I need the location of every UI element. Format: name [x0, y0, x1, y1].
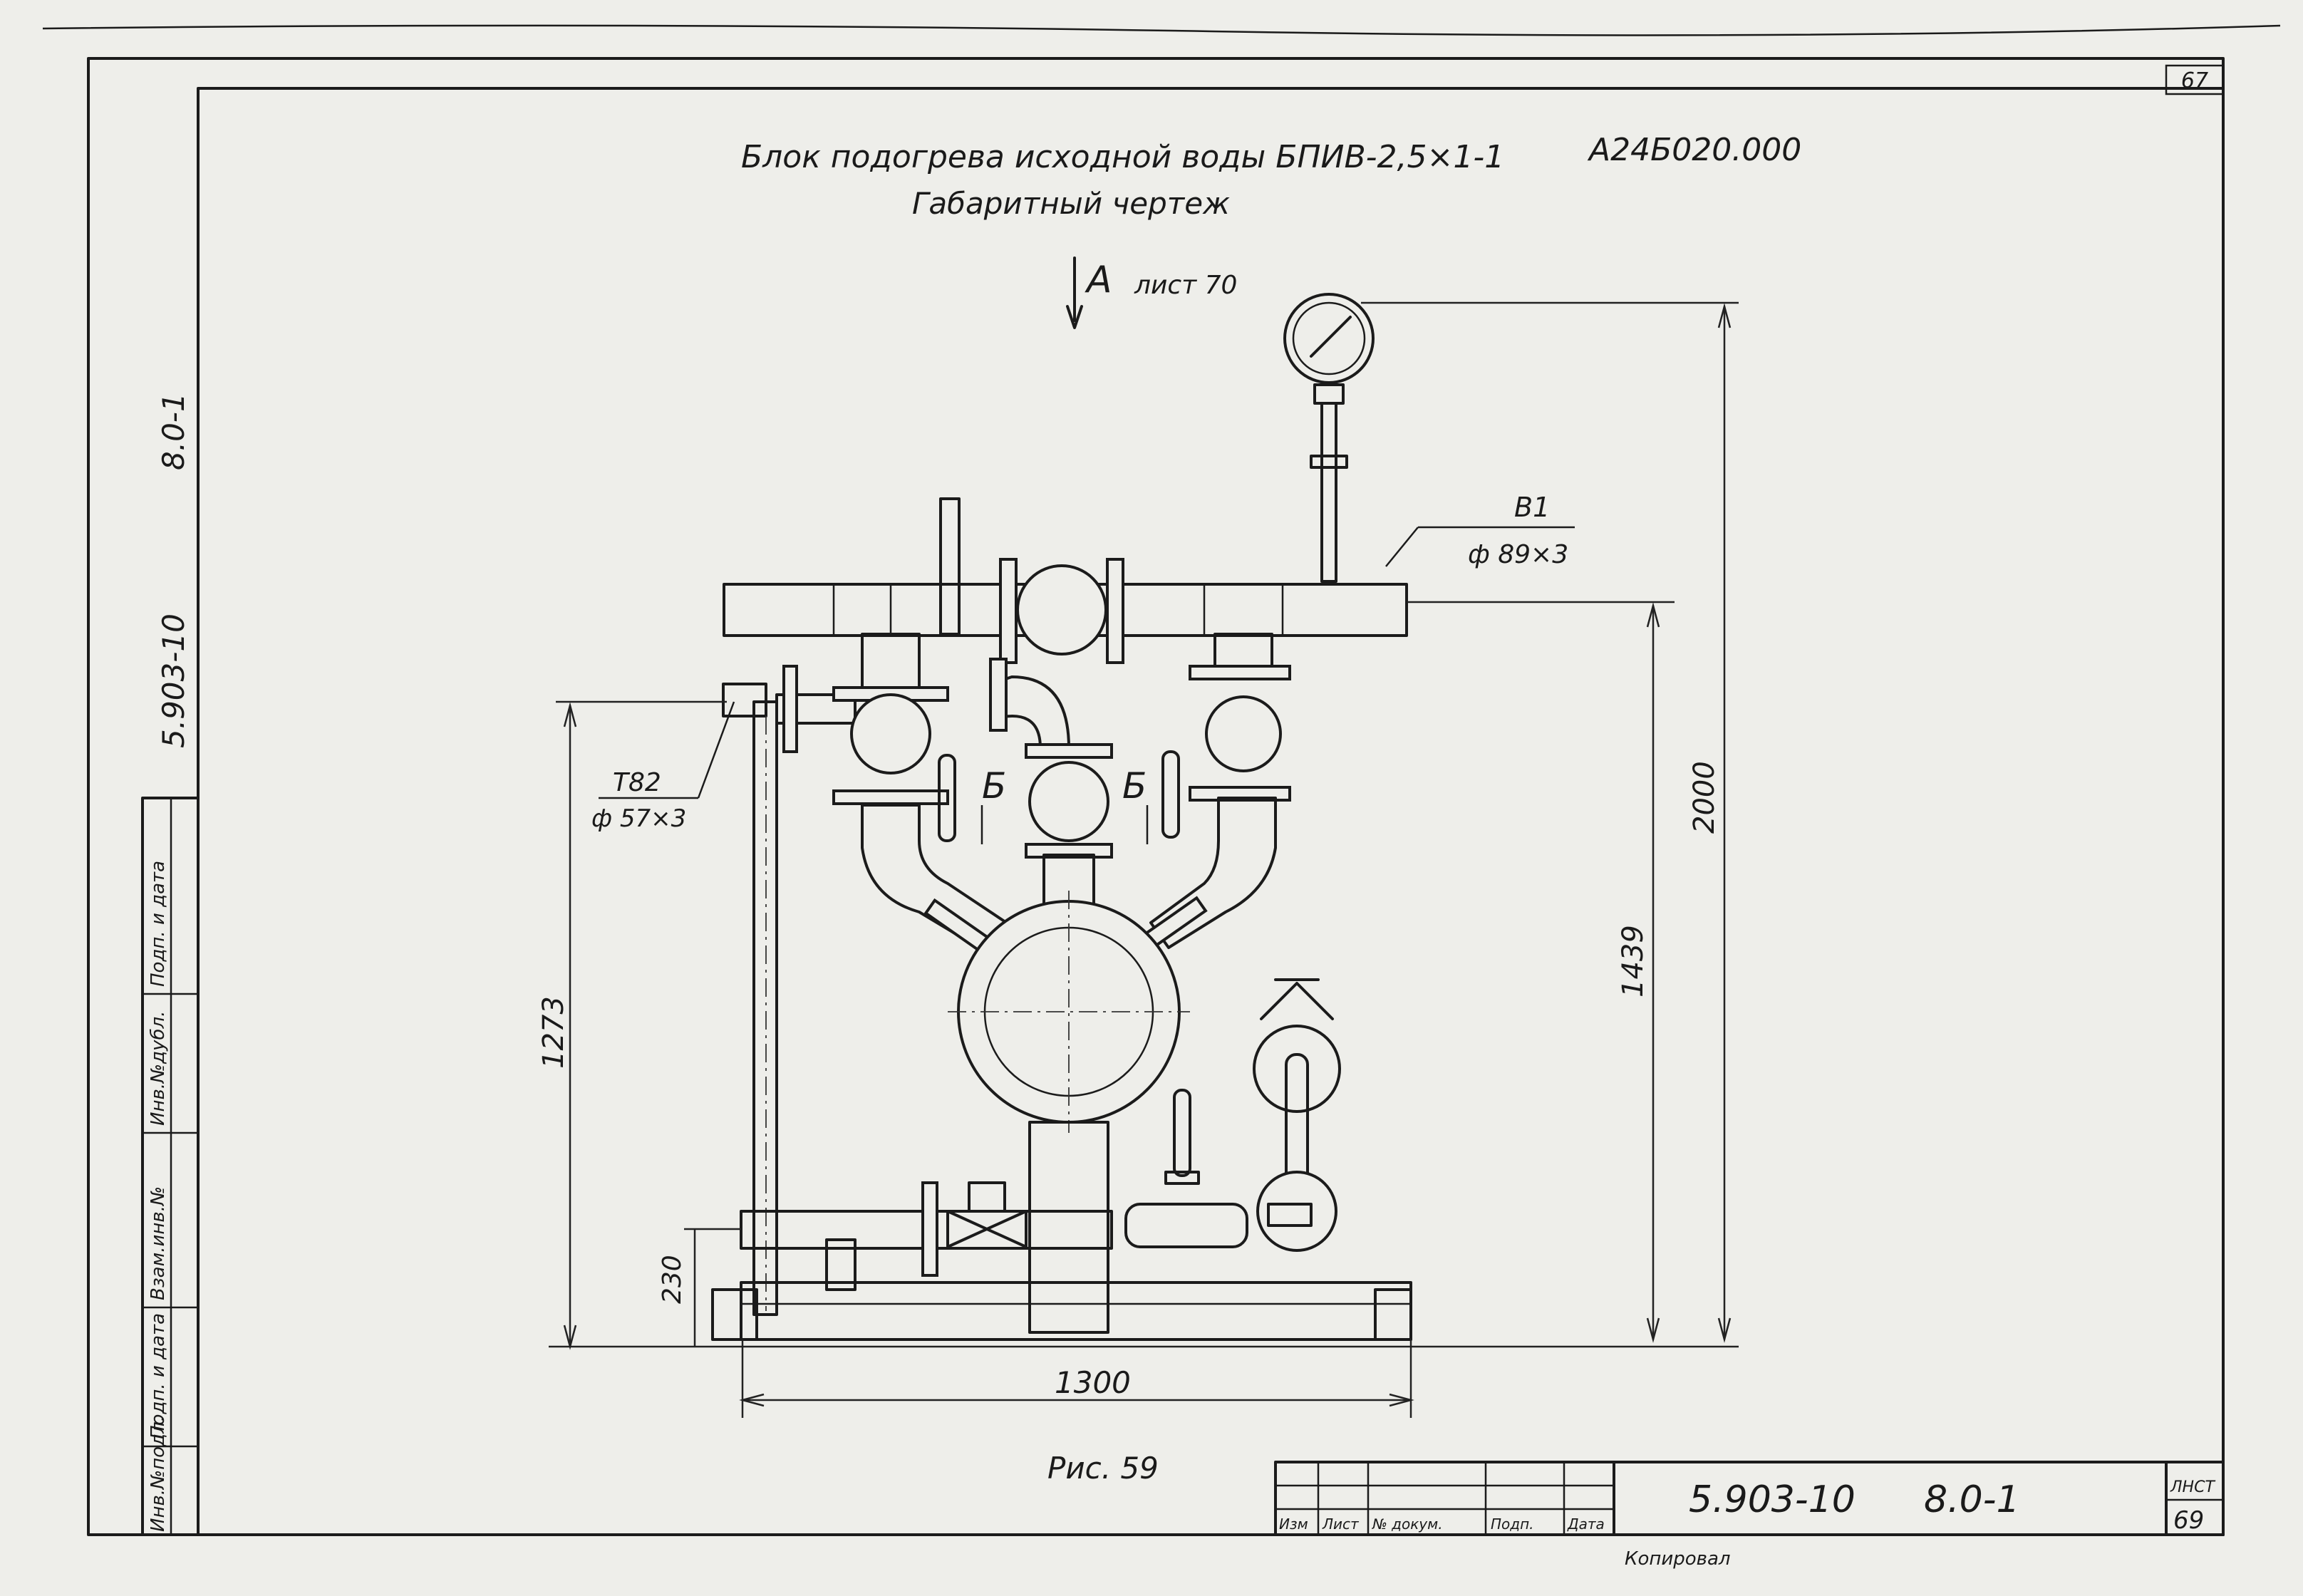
section-label-left: Б — [982, 765, 1006, 807]
view-marker-arrow — [1066, 305, 1083, 329]
stamp-sheet-label: ЛНСТ — [2170, 1478, 2215, 1496]
outlet-riser — [752, 700, 778, 1316]
stamp-col-doc: № докум. — [1372, 1515, 1443, 1533]
right-small-valve — [1253, 1025, 1341, 1113]
title-block: Изм Лист № докум. Подп. Дата 5.903-10 8.… — [1274, 1461, 2225, 1536]
margin-col-3: Взам.инв.№ — [148, 1186, 169, 1300]
sheet-number-top: 67 — [2181, 68, 2208, 93]
stamp-sheet-code: 8.0-1 — [1924, 1478, 2020, 1521]
view-marker-sheet-ref: лист 70 — [1134, 271, 1237, 300]
stamp-col-list: Лист — [1322, 1515, 1360, 1533]
stamp-col-date: Дата — [1567, 1515, 1605, 1533]
dimension-outlet-height: 1273 — [537, 996, 570, 1069]
outlet-size: ф 57×3 — [591, 804, 686, 833]
top-edge-line — [42, 24, 2281, 36]
stamp-doc-number: 5.903-10 — [1689, 1478, 1856, 1521]
outlet-label: Т82 — [613, 768, 661, 797]
title-line-1: Блок подогрева исходной воды БПИВ-2,5×1-… — [741, 139, 1504, 175]
footer-note: Копировал — [1625, 1548, 1731, 1570]
support-column — [1028, 1121, 1109, 1334]
margin-col-1: Инв.№подл. — [148, 1416, 169, 1532]
margin-doc-code: 5.903-10 — [156, 613, 191, 748]
dimension-total-height: 2000 — [1688, 761, 1721, 834]
stamp-sheet-number: 69 — [2173, 1506, 2204, 1535]
title-line-2: Габаритный чертеж — [912, 186, 1230, 221]
dimension-lines: 2000 1439 1273 230 1300 — [537, 301, 1739, 1418]
left-valve — [850, 693, 931, 774]
figure-caption: Рис. 59 — [1047, 1451, 1159, 1486]
left-margin-block: 8.0-1 5.903-10 Инв.№подл. Подп. и дата В… — [141, 393, 200, 1536]
sheet-number-box — [2165, 64, 2225, 95]
section-label-right: Б — [1122, 765, 1147, 807]
right-valve — [1205, 695, 1282, 772]
inlet-label: В1 — [1514, 492, 1550, 523]
stamp-col-izm: Изм — [1279, 1515, 1308, 1533]
margin-col-4: Инв.№дубл. — [148, 1011, 169, 1126]
margin-col-5: Подп. и дата — [148, 861, 169, 987]
stamp-col-sign: Подп. — [1491, 1515, 1534, 1533]
header-valve — [1016, 564, 1107, 656]
callouts: В1 ф 89×3 Т82 ф 57×3 Б Б — [591, 492, 1575, 844]
margin-col-2: Подп. и дата — [148, 1313, 169, 1439]
dimension-width: 1300 — [1055, 1365, 1131, 1400]
dimension-inlet-height: 1439 — [1617, 925, 1650, 998]
title-code: А24Б020.000 — [1587, 132, 1801, 168]
equipment-drawing — [711, 293, 1412, 1341]
inlet-size: ф 89×3 — [1468, 540, 1568, 569]
view-marker-letter: А — [1085, 259, 1112, 301]
dimension-base-height: 230 — [658, 1255, 687, 1304]
margin-sheet-code: 8.0-1 — [156, 393, 191, 470]
center-valve — [1028, 761, 1109, 842]
